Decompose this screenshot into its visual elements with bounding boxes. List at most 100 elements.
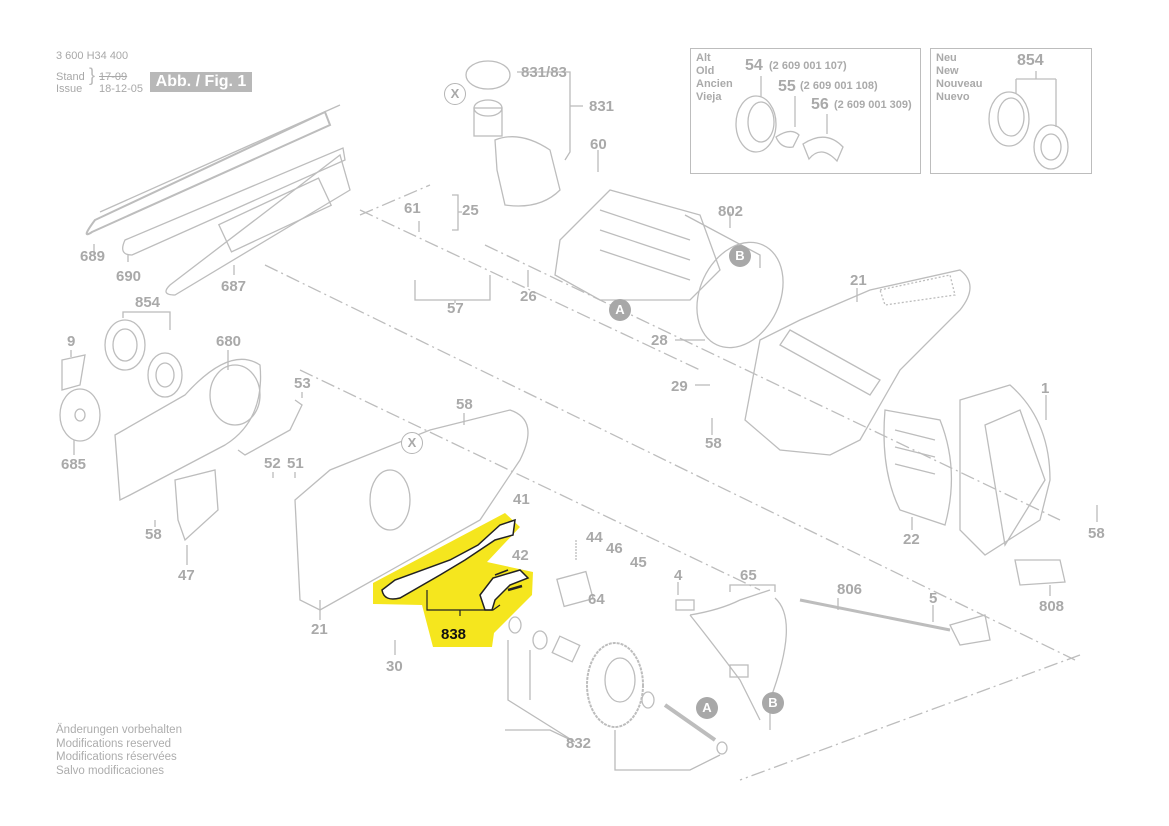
callout-802: 802 [718,203,744,220]
callout-26: 26 [520,288,537,305]
motor [554,189,721,301]
callout-64: 64 [588,591,605,608]
highlight-838 [373,513,533,647]
old-parts-box: Alt Old Ancien Vieja 54 (2 609 001 107) … [690,48,921,174]
callout-52: 52 [264,455,281,472]
label-sticker [61,354,86,391]
b-marker-cable: B [762,692,784,714]
saw-chain [85,104,341,236]
callout-58-top: 58 [456,396,473,413]
issue-date: 18-12-05 [99,83,144,95]
callout-30: 30 [386,658,403,675]
callout-44: 44 [586,529,603,546]
x-marker-oil: X [444,83,466,105]
callout-689: 689 [80,248,106,265]
leader-838 [426,590,501,616]
callout-65: 65 [740,567,757,584]
old-part-54-code: (2 609 001 107) [769,60,847,72]
callout-47: 47 [178,567,195,584]
switch-block [556,540,594,608]
old-parts-drawing [735,76,844,163]
new-parts-box: Neu New Nouveau Nuevo 854 [930,48,1092,174]
old-lang-de: Alt [696,52,711,64]
new-parts-drawing [988,71,1069,170]
callout-46: 46 [606,540,623,557]
footer-fr: Modifications réservées [56,751,177,763]
callout-57: 57 [447,300,464,317]
label-sticker-808 [1014,559,1066,586]
wire-rod [237,399,303,456]
oil-tank [465,60,561,207]
gasket [696,241,784,349]
leader-lines [70,71,1098,771]
guide-bar [122,147,351,296]
callout-21-handle: 21 [850,272,867,289]
callout-4: 4 [674,567,683,584]
stand-label: Stand [56,71,85,83]
new-part-854: 854 [1017,52,1044,69]
footer-disclaimer: Änderungen vorbehalten Modifications res… [56,724,182,778]
x-marker-housing: X [401,432,423,454]
callout-28: 28 [651,332,668,349]
callout-5: 5 [929,590,938,607]
cable-harness [675,589,991,730]
old-part-55: 55 [778,78,796,95]
callout-687: 687 [221,278,247,295]
callout-51: 51 [287,455,304,472]
footer-es: Salvo modificaciones [56,764,165,777]
old-lang-es: Vieja [696,91,722,103]
callout-808: 808 [1039,598,1065,615]
brace: } [89,65,96,85]
new-lang-en: New [936,65,959,77]
callout-838-highlighted: 838 [441,626,467,643]
bumper-plate [174,469,219,542]
callout-21-housing: 21 [311,621,328,638]
new-lang-fr: Nouveau [936,78,983,90]
callout-42: 42 [512,547,529,564]
sprocket-wheels [59,319,183,442]
issue-label: Issue [56,83,83,95]
callout-690: 690 [116,268,142,285]
assembly-lines [264,184,1081,781]
callout-60: 60 [590,136,607,153]
callout-832: 832 [566,735,592,752]
old-part-54: 54 [745,57,763,74]
callout-831: 831 [589,98,615,115]
old-part-56: 56 [811,96,829,113]
old-date: 17-09 [99,71,128,83]
b-marker-motor: B [729,245,751,267]
callout-61: 61 [404,200,421,217]
new-lang-de: Neu [936,52,957,64]
callout-41: 41 [513,491,530,508]
gear-wheel [508,616,728,755]
callout-854: 854 [135,294,161,311]
part-number: 3 600 H34 400 [56,50,129,62]
footer-en: Modifications reserved [56,737,172,750]
sprocket-cover [114,358,262,502]
part-838-drawing [381,518,530,611]
old-lang-fr: Ancien [696,78,733,90]
figure-badge: Abb. / Fig. 1 [150,72,252,92]
old-part-56-code: (2 609 001 309) [834,99,912,111]
callout-53: 53 [294,375,311,392]
callout-58-left: 58 [145,526,162,543]
callout-45: 45 [630,554,647,571]
callout-831-83: 831/83 [521,64,567,81]
callout-25: 25 [462,202,479,219]
housing-half [294,409,529,611]
new-lang-es: Nuevo [936,91,970,103]
side-panel [883,409,953,526]
callout-806: 806 [837,581,863,598]
handle-housing [744,269,971,456]
a-marker-motor: A [609,299,631,321]
callout-1: 1 [1041,380,1050,397]
callout-685: 685 [61,456,87,473]
footer-de: Änderungen vorbehalten [56,724,182,736]
old-part-55-code: (2 609 001 108) [800,80,878,92]
callout-58-right: 58 [1088,525,1105,542]
callout-29: 29 [671,378,688,395]
motor-cover [959,384,1051,556]
a-marker-cable: A [696,697,718,719]
callout-9: 9 [67,333,76,350]
callout-22: 22 [903,531,920,548]
